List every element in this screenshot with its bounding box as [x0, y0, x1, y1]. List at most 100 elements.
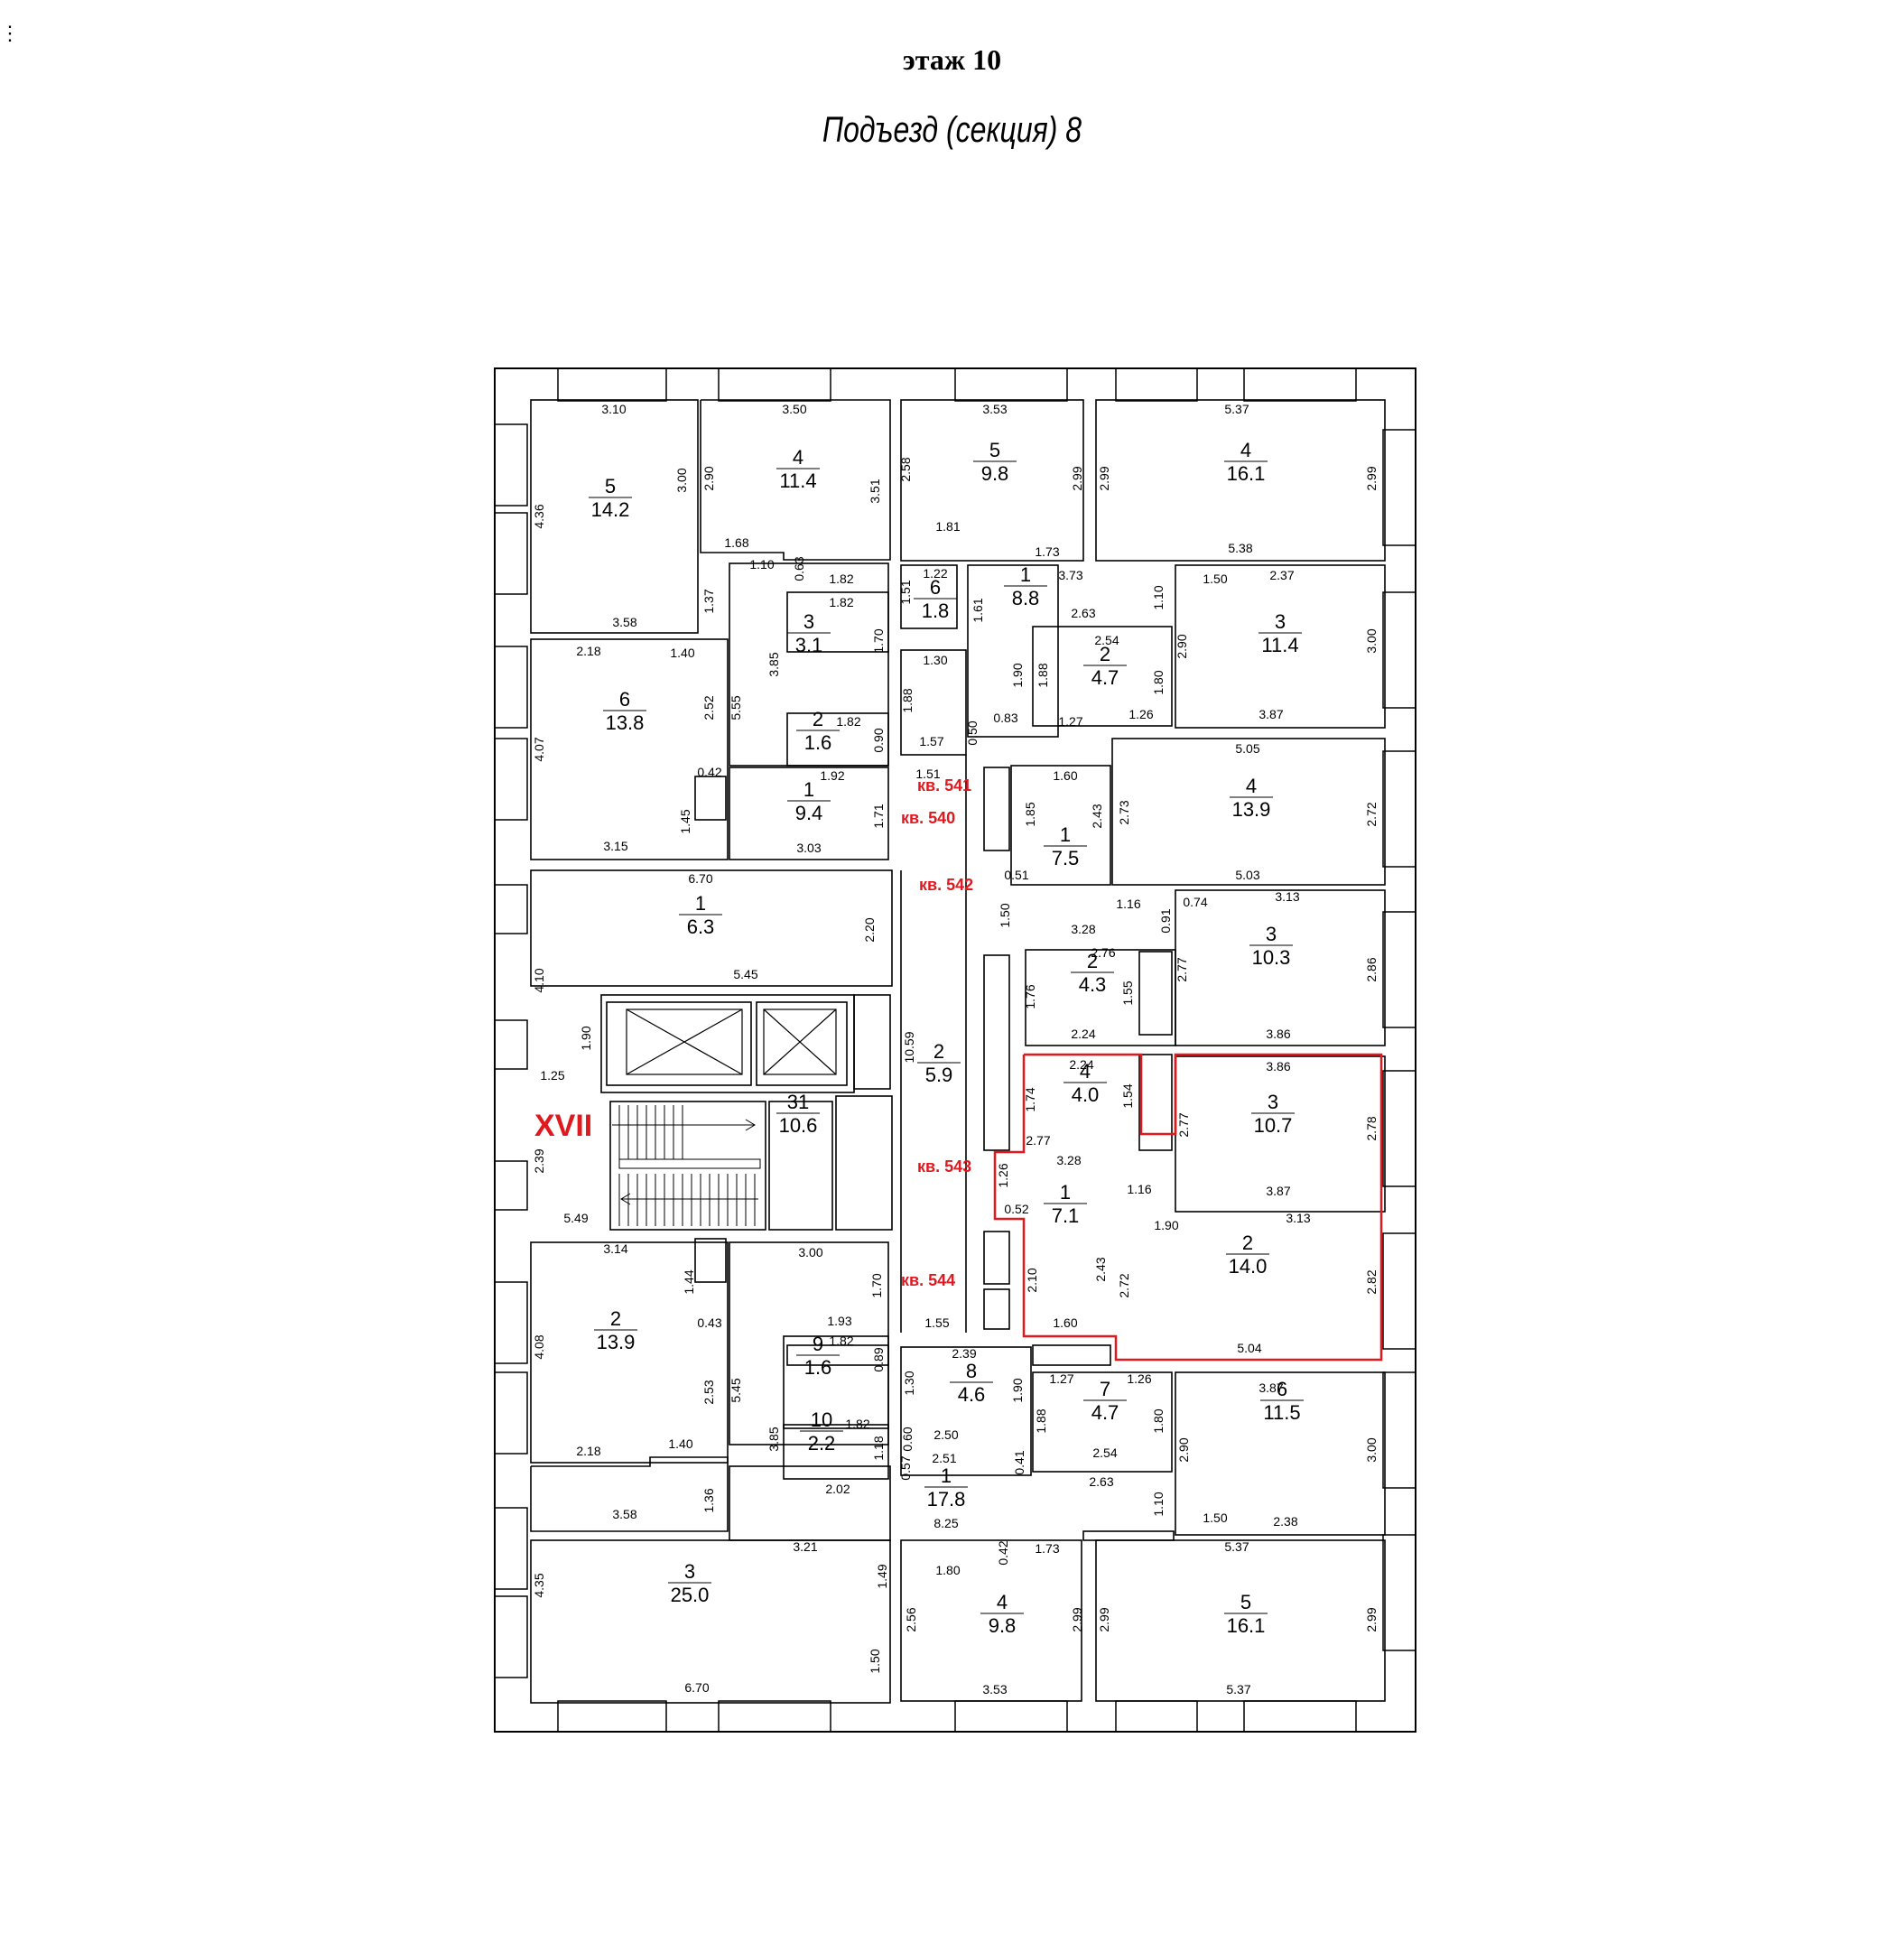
dimension-label: 5.38 [1228, 541, 1252, 555]
dimension-label: 2.90 [1175, 634, 1189, 658]
dimension-label: 1.30 [923, 653, 947, 667]
dimension-label: 2.99 [1364, 466, 1379, 490]
room-number: 6 [1277, 1378, 1287, 1400]
room-number: 2 [610, 1307, 621, 1330]
staircase-label: XVII [534, 1109, 592, 1143]
windows-top [557, 367, 1357, 402]
dimension-label: 0.57 [898, 1455, 913, 1480]
dimension-label: 1.51 [915, 767, 940, 781]
dimension-label: 1.90 [579, 1026, 593, 1050]
dimension-label: 3.10 [601, 402, 626, 416]
dimension-label: 2.86 [1364, 957, 1379, 981]
dimension-label: 1.93 [827, 1314, 851, 1328]
walls [494, 367, 1416, 1733]
dimension-label: 3.50 [782, 402, 806, 416]
dimension-label: 5.37 [1226, 1682, 1250, 1696]
room-area: 9.4 [795, 802, 823, 824]
room-area: 13.8 [606, 711, 645, 734]
dimension-label: 0.43 [697, 1315, 721, 1330]
dimension-label: 1.82 [836, 714, 860, 729]
dimension-label: 4.10 [532, 968, 546, 992]
dimension-label: 1.27 [1049, 1371, 1073, 1386]
dimension-label: 1.50 [998, 903, 1012, 927]
dimension-label: 0.63 [792, 556, 806, 581]
dimension-label: 2.90 [701, 466, 716, 490]
dimension-label: 3.00 [674, 468, 689, 492]
dimension-label: 1.45 [678, 809, 692, 833]
dimension-label: 3.00 [1364, 628, 1379, 653]
dimension-label: 1.73 [1035, 1541, 1059, 1556]
dimension-label: 1.37 [701, 589, 716, 613]
room-area: 8.8 [1012, 587, 1040, 609]
dimension-label: 1.25 [540, 1068, 564, 1083]
apartment-label-544: кв. 544 [901, 1271, 955, 1289]
dimension-label: 2.72 [1117, 1273, 1131, 1297]
dimension-label: 2.02 [825, 1482, 850, 1496]
room-outlines [530, 399, 1386, 1704]
apartment-label-543: кв. 543 [917, 1157, 971, 1176]
room-number: 1 [941, 1464, 952, 1487]
room-area: 16.1 [1227, 1614, 1266, 1637]
room-area: 9.8 [989, 1614, 1017, 1637]
dimension-label: 3.86 [1266, 1059, 1290, 1074]
dimension-label: 1.71 [871, 804, 886, 828]
dimension-label: 3.13 [1286, 1211, 1310, 1225]
dimension-label: 3.15 [603, 839, 627, 853]
dimension-label: 2.99 [1364, 1607, 1379, 1631]
staircase-steps [612, 1105, 761, 1226]
room-area: 4.3 [1079, 973, 1107, 996]
room-number: 1 [803, 778, 814, 801]
dimension-label: 2.20 [862, 917, 877, 942]
dimension-label: 2.76 [1091, 945, 1115, 960]
dimension-label: 1.80 [1151, 1408, 1166, 1433]
dimension-label: 3.87 [1258, 707, 1283, 721]
room-area: 4.7 [1091, 666, 1119, 689]
room-number: 2 [1100, 643, 1110, 665]
dimension-label: 4.08 [532, 1334, 546, 1359]
dimension-label: 5.03 [1235, 868, 1259, 882]
room-area: 10.6 [779, 1114, 818, 1137]
dimension-label: 2.77 [1026, 1133, 1050, 1148]
room-area: 11.4 [779, 469, 816, 492]
dimension-label: 6.70 [684, 1680, 709, 1695]
dimension-label: 1.80 [1151, 670, 1166, 694]
dimension-label: 1.82 [829, 572, 853, 586]
dimension-label: 3.87 [1258, 1380, 1283, 1395]
dimension-label: 1.60 [1053, 768, 1077, 783]
room-area: 17.8 [927, 1488, 966, 1510]
dimension-label: 2.99 [1070, 1607, 1084, 1631]
room-area: 25.0 [671, 1584, 710, 1606]
dimension-label: 1.22 [923, 566, 947, 581]
dimension-label: 1.50 [1203, 1510, 1227, 1525]
dimension-label: 3.13 [1275, 889, 1299, 904]
dimension-label: 0.41 [1012, 1450, 1026, 1474]
dimension-label: 2.63 [1089, 1474, 1113, 1489]
dimension-label: 1.50 [1203, 572, 1227, 586]
dimension-label: 1.50 [868, 1649, 882, 1673]
room-area: 4.0 [1072, 1083, 1100, 1106]
dimension-label: 1.36 [701, 1488, 716, 1512]
room-number: 4 [997, 1591, 1008, 1613]
dimension-label: 2.24 [1069, 1057, 1093, 1072]
room-number: 6 [619, 688, 630, 711]
dimension-label: 1.10 [1151, 585, 1166, 609]
dimension-label: 1.61 [971, 598, 985, 622]
room-number: 4 [1240, 439, 1251, 461]
room-number: 3 [1268, 1091, 1278, 1113]
dimension-label: 3.73 [1058, 568, 1082, 582]
dimension-label: 1.10 [1151, 1492, 1166, 1516]
dimension-label: 1.44 [682, 1269, 696, 1294]
dimension-label: 1.88 [900, 688, 915, 712]
dimension-label: 3.58 [612, 615, 636, 629]
dimension-label: 5.37 [1224, 402, 1249, 416]
apartment-labels: кв. 541 кв. 540 кв. 542 кв. 543 кв. 544 [901, 776, 973, 1289]
dimension-label: 2.73 [1117, 800, 1131, 824]
room-area: 2.2 [808, 1432, 836, 1455]
dimension-label: 1.80 [935, 1563, 960, 1577]
dimension-label: 2.77 [1175, 957, 1189, 981]
dimension-label: 0.89 [871, 1347, 886, 1371]
dimension-label: 5.05 [1235, 741, 1259, 756]
dimension-label: 0.90 [871, 728, 886, 752]
dimension-label: 2.63 [1071, 606, 1095, 620]
